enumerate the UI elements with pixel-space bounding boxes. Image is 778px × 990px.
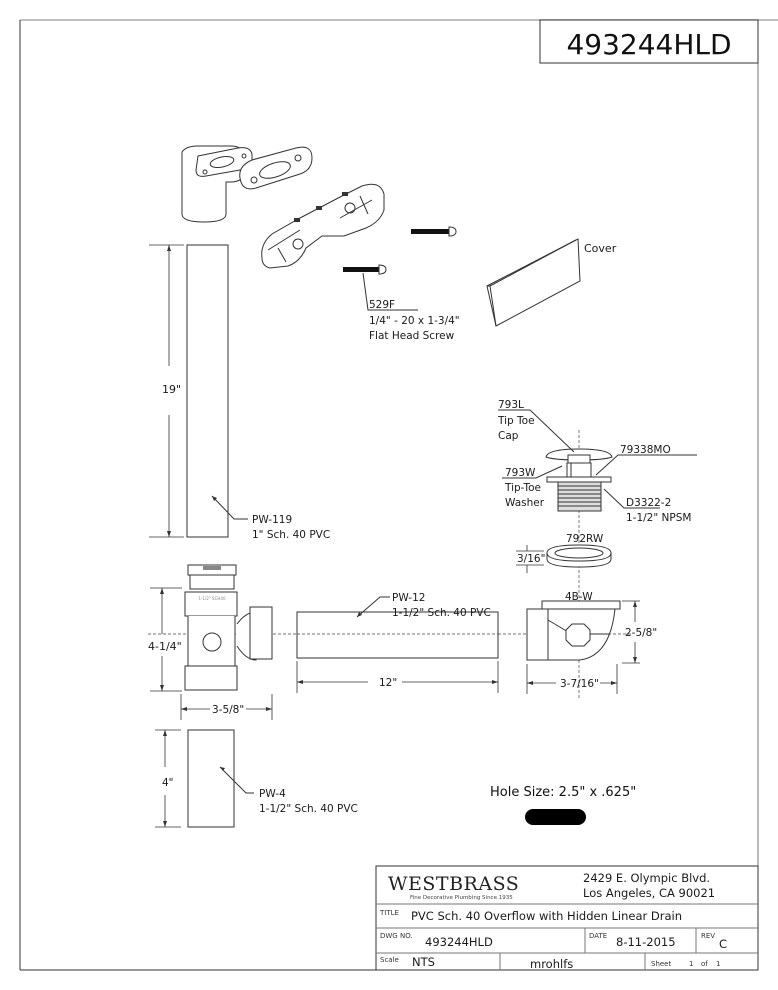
pw4-length: 4" <box>162 777 174 789</box>
screw-description: Flat Head Screw <box>369 330 455 342</box>
sheet-number: 1 <box>689 960 693 968</box>
pw119-length: 19" <box>162 383 181 396</box>
rubber-washer-thickness: 3/16" <box>517 553 545 565</box>
screw-spec: 1/4" - 20 x 1-3/4" <box>369 315 460 327</box>
tee-width: 3-5/8" <box>212 704 244 716</box>
pw4-description: 1-1/2" Sch. 40 PVC <box>259 803 358 815</box>
elbow-part: 4B-W <box>565 591 593 603</box>
elbow-height: 2-5/8" <box>625 627 657 639</box>
pw4-part: PW-4 <box>259 788 286 800</box>
pw119-description: 1" Sch. 40 PVC <box>252 529 330 541</box>
mo-leader <box>595 454 697 476</box>
address-line2: Los Angeles, CA 90021 <box>583 886 715 900</box>
sheet-of-label: of <box>701 960 708 968</box>
tee-fitting: 1-1/2" SCH40 <box>184 564 273 691</box>
rev-value: C <box>719 937 727 951</box>
brand-logo: WESTBRASS <box>388 873 519 895</box>
body-leader <box>603 488 660 509</box>
header-dwg-box: 493244HLD <box>539 19 759 64</box>
address-line1: 2429 E. Olympic Blvd. <box>583 871 710 885</box>
pw119-pipe <box>186 244 229 538</box>
tip-toe-cap <box>545 448 613 464</box>
scale-label: Scale <box>380 956 399 964</box>
screw-upper <box>411 226 457 237</box>
body-part: D3322-2 <box>626 497 671 509</box>
dwg-no-label: DWG NO. <box>380 932 413 940</box>
mo-part: 79338MO <box>620 444 671 456</box>
pw4-leader <box>219 766 254 794</box>
washer-line2: Washer <box>505 497 545 509</box>
tee-width-dimension <box>180 694 273 720</box>
elbow-height-dimension <box>622 600 640 664</box>
tee-molded-marking: 1-1/2" SCH40 <box>199 596 226 601</box>
brand-tagline: Fine Decorative Plumbing Since 1935 <box>410 895 513 901</box>
washer-leader <box>502 465 563 479</box>
pw119-dimension <box>149 244 184 538</box>
elbow-width: 3-7/16" <box>560 678 599 690</box>
tee-height: 4-1/4" <box>148 640 182 653</box>
rubber-washer-dimension <box>516 545 544 573</box>
rev-label: REV <box>701 932 715 940</box>
pw4-dimension <box>155 729 181 828</box>
pw12-length: 12" <box>379 677 397 689</box>
screw-leader <box>362 272 418 311</box>
dwg-no-value: 493244HLD <box>425 935 493 949</box>
elbow-width-dimension <box>526 664 618 694</box>
washer-part: 793W <box>505 467 536 479</box>
overflow-gasket <box>239 146 313 190</box>
drain-body <box>546 476 612 512</box>
cap-line1: Tip Toe <box>497 415 535 427</box>
sheet-label: Sheet <box>651 960 671 968</box>
tee-height-dimension <box>150 587 182 692</box>
pw12-length-dimension <box>296 661 499 693</box>
drawn-by: mrohlfs <box>530 957 573 971</box>
rubber-washer-part: 792RW <box>566 533 604 545</box>
screw-part-number: 529F <box>369 299 395 311</box>
overflow-elbow-fitting <box>181 145 253 223</box>
title-label: TITLE <box>379 909 399 917</box>
pw4-pipe <box>187 729 235 828</box>
elbow-4bw <box>526 600 621 661</box>
body-description: 1-1/2" NPSM <box>626 512 691 524</box>
hole-slot-shape <box>525 809 586 825</box>
drawing-title: PVC Sch. 40 Overflow with Hidden Linear … <box>411 909 682 923</box>
pw119-part: PW-119 <box>252 514 292 526</box>
header-dwg-number: 493244HLD <box>566 28 731 61</box>
scale-value: NTS <box>412 955 435 969</box>
screw-lower <box>343 264 387 275</box>
title-block <box>375 865 759 971</box>
rubber-washer <box>546 544 612 568</box>
mounting-bracket <box>261 183 385 269</box>
pw119-leader <box>211 495 248 520</box>
cover-label: Cover <box>584 242 617 255</box>
washer-line1: Tip-Toe <box>504 482 541 494</box>
cover-part <box>486 238 581 327</box>
cap-leader <box>498 409 575 453</box>
pw12-leader <box>356 596 390 618</box>
pw12-part: PW-12 <box>392 592 425 604</box>
sheet-total: 1 <box>716 960 720 968</box>
date-label: DATE <box>589 932 607 940</box>
cap-part: 793L <box>498 399 524 411</box>
pw12-pipe <box>296 611 499 659</box>
drain-stem <box>566 462 592 478</box>
cap-line2: Cap <box>498 430 519 442</box>
pw12-description: 1-1/2" Sch. 40 PVC <box>392 607 491 619</box>
date-value: 8-11-2015 <box>616 935 676 949</box>
hole-size-label: Hole Size: 2.5" x .625" <box>490 785 636 800</box>
